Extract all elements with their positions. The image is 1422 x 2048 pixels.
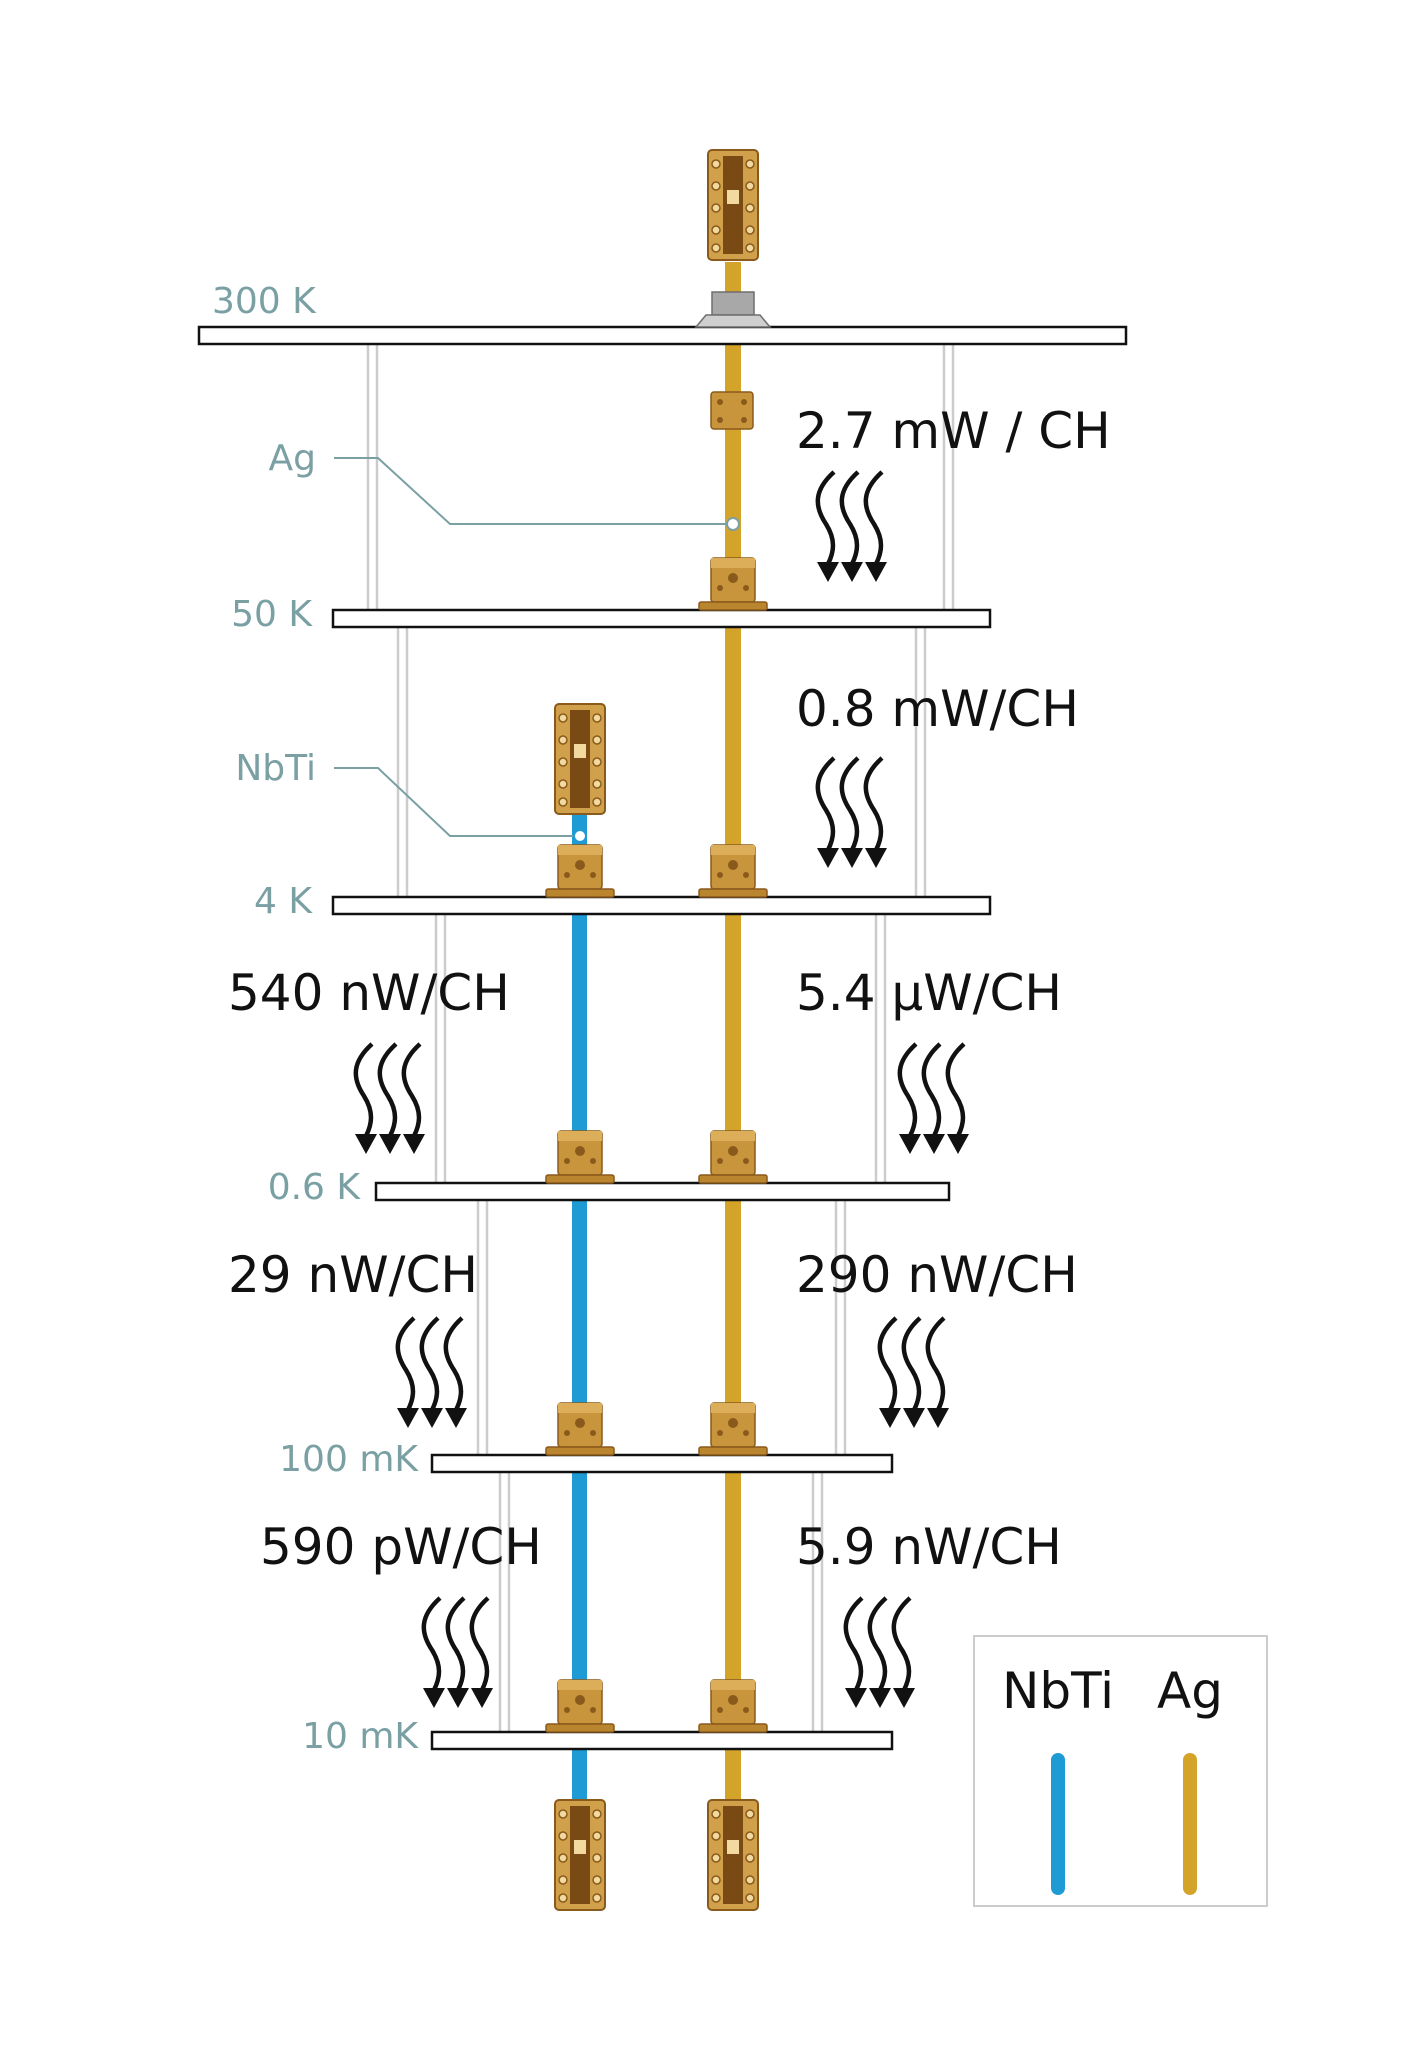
nbti-heat-load-0-6k-100mk: 29 nW/CH [228, 1246, 478, 1304]
wavy-arrow-icon [817, 472, 887, 582]
stage-label-4k: 4 K [254, 881, 313, 922]
nbti-callout-line [334, 767, 580, 837]
stage-label-10mk: 10 mK [302, 1716, 419, 1757]
sma-connector-icon [698, 844, 768, 898]
plate-0-6k [374, 1181, 951, 1202]
support-rods [366, 344, 955, 1732]
sma-connector-icon [698, 1130, 768, 1184]
hermetic-feedthrough-icon [694, 291, 772, 328]
wavy-arrow-icon [397, 1318, 467, 1428]
plate-50k [331, 608, 992, 629]
ag-callout-line [334, 457, 733, 525]
nbti-callout-label: NbTi [235, 748, 316, 789]
sma-connector-icon [707, 1799, 759, 1911]
sma-connector-icon [698, 557, 768, 611]
legend-box [973, 1635, 1268, 1907]
sma-connector-icon [545, 1679, 615, 1733]
wavy-arrow-icon [817, 758, 887, 868]
sma-connector-icon [698, 1402, 768, 1456]
legend-label-nbti: NbTi [1002, 1662, 1114, 1720]
stage-label-50k: 50 K [231, 594, 313, 635]
legend: NbTi Ag [973, 1635, 1268, 1907]
wavy-arrow-icon [899, 1044, 969, 1154]
sma-connector-icon [707, 149, 759, 261]
nbti-callout-dot [573, 829, 587, 843]
wavy-arrow-icon [423, 1598, 493, 1708]
sma-connector-icon [545, 1402, 615, 1456]
ag-callout-label: Ag [269, 438, 316, 479]
sma-connector-icon [698, 1679, 768, 1733]
legend-label-ag: Ag [1157, 1662, 1223, 1720]
ag-wire [725, 262, 741, 1822]
plate-100mk [430, 1453, 894, 1474]
plate-10mk [430, 1730, 894, 1751]
sma-connector-icon [554, 703, 606, 815]
stage-label-100mk: 100 mK [279, 1439, 419, 1480]
ag-heat-load-300k-50k: 2.7 mW / CH [796, 402, 1111, 460]
sma-connector-icon [554, 1799, 606, 1911]
ag-heat-load-0-6k-100mk: 290 nW/CH [796, 1246, 1078, 1304]
nbti-wire [572, 800, 587, 1822]
sma-connector-icon [545, 844, 615, 898]
wavy-arrow-icon [845, 1598, 915, 1708]
ag-heat-load-50k-4k: 0.8 mW/CH [796, 680, 1079, 738]
ag-callout-dot [726, 517, 740, 531]
ag-heat-load-100mk-10mk: 5.9 nW/CH [796, 1518, 1062, 1576]
nbti-heat-load-4k-0-6k: 540 nW/CH [228, 964, 510, 1022]
plate-4k [331, 895, 992, 916]
plate-300k [197, 325, 1128, 346]
stage-label-0-6k: 0.6 K [268, 1167, 362, 1208]
nbti-heat-load-100mk-10mk: 590 pW/CH [260, 1518, 542, 1576]
wavy-arrow-icon [355, 1044, 425, 1154]
sma-connector-icon [545, 1130, 615, 1184]
inline-connector-icon [710, 391, 754, 430]
ag-heat-load-4k-0-6k: 5.4 μW/CH [796, 964, 1062, 1022]
wavy-arrow-icon [879, 1318, 949, 1428]
stage-label-300k: 300 K [212, 281, 317, 322]
